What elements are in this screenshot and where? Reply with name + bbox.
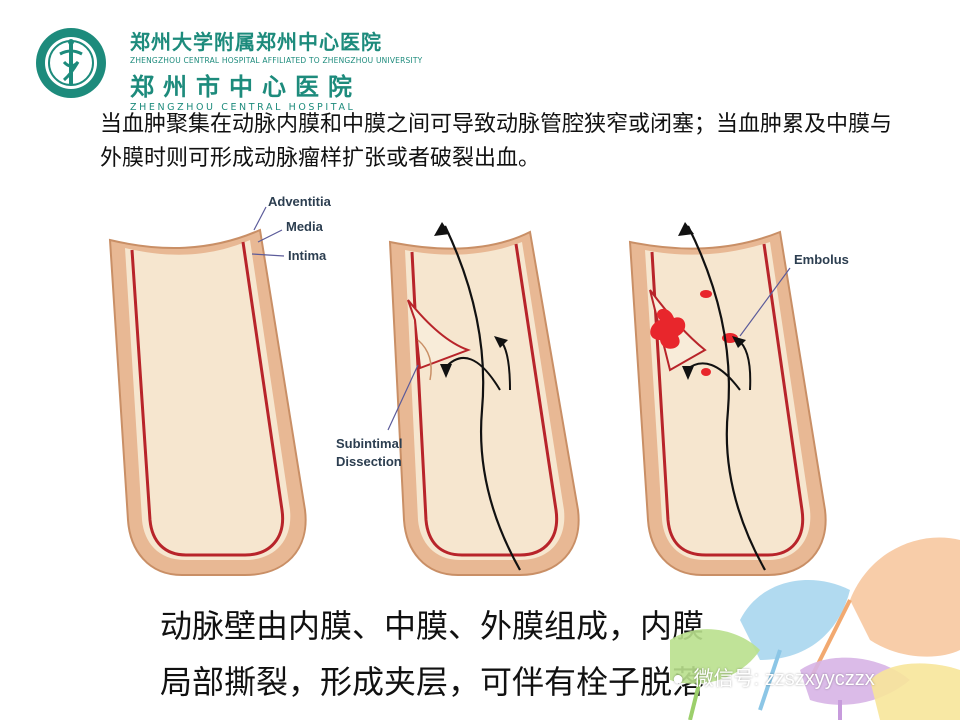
ginkgo-decoration	[670, 537, 960, 720]
hospital-name-en-top: ZHENGZHOU CENTRAL HOSPITAL AFFILIATED TO…	[130, 56, 423, 65]
hospital-header: 郑州大学附属郑州中心医院 ZHENGZHOU CENTRAL HOSPITAL …	[30, 22, 422, 113]
label-adventitia: Adventitia	[268, 194, 332, 209]
hospital-name-en: ZHENGZHOU CENTRAL HOSPITAL	[130, 102, 356, 113]
wechat-icon: ●	[672, 668, 685, 690]
vessel-embolus	[628, 222, 827, 576]
wechat-watermark: ● 微信号: zzszxyyczzx	[672, 662, 875, 691]
watermark-text: 微信号: zzszxyyczzx	[693, 668, 875, 690]
hospital-name-block: 郑州大学附属郑州中心医院 ZHENGZHOU CENTRAL HOSPITAL …	[130, 26, 422, 113]
label-embolus: Embolus	[794, 252, 849, 267]
vessel-dissection	[388, 222, 580, 576]
hospital-name-cn: 郑州市中心医院	[130, 72, 361, 101]
hospital-name-cn-top: 郑州大学附属郑州中心医院	[130, 30, 382, 54]
summary-line-2: 局部撕裂，形成夹层，可伴有栓子脱落	[160, 663, 705, 701]
artery-dissection-illustration: Adventitia Media Intima Subintimal Disse…	[108, 194, 849, 576]
label-intima: Intima	[288, 248, 327, 263]
vessel-normal	[108, 228, 307, 576]
summary-line-1: 动脉壁由内膜、中膜、外膜组成，内膜	[160, 607, 705, 645]
hospital-logo-icon	[36, 28, 106, 98]
label-media: Media	[286, 219, 324, 234]
label-subintimal: Subintimal	[336, 436, 402, 451]
label-dissection: Dissection	[336, 454, 402, 469]
intro-paragraph: 当血肿聚集在动脉内膜和中膜之间可导致动脉管腔狭窄或闭塞；当血肿累及中膜与外膜时则…	[100, 112, 893, 171]
summary-text: 动脉壁由内膜、中膜、外膜组成，内膜 局部撕裂，形成夹层，可伴有栓子脱落	[160, 598, 840, 710]
